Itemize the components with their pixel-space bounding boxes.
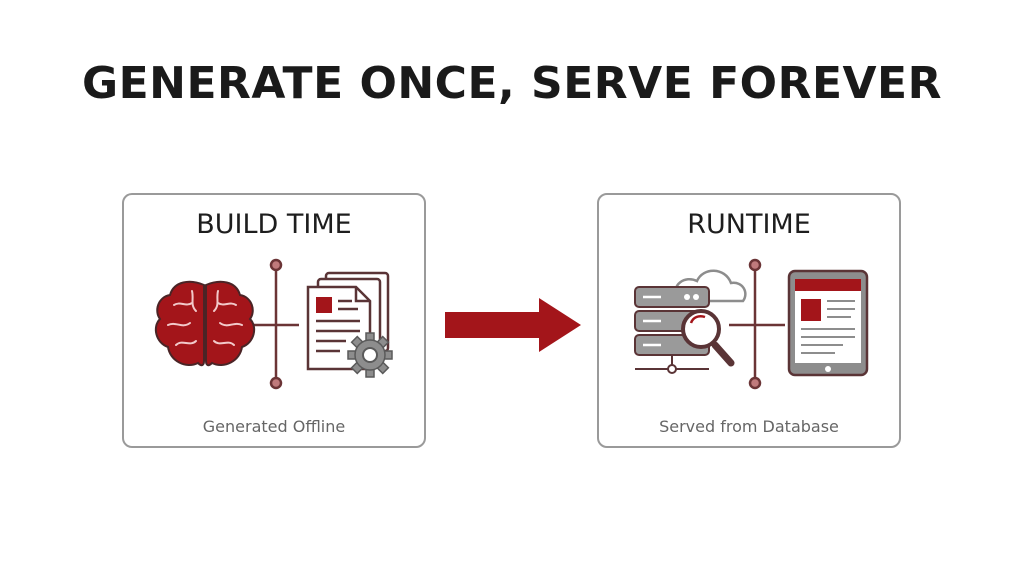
runtime-panel: RUNTIME <box>597 193 901 448</box>
tablet-icon <box>787 269 869 377</box>
build-time-heading: BUILD TIME <box>196 209 352 240</box>
arrow-right-icon <box>445 298 581 352</box>
page-title: GENERATE ONCE, SERVE FOREVER <box>81 58 942 109</box>
runtime-caption: Served from Database <box>659 417 839 436</box>
brain-icon <box>154 280 256 367</box>
runtime-heading: RUNTIME <box>687 209 811 240</box>
build-time-panel: BUILD TIME <box>122 193 426 448</box>
connector-icon <box>729 258 785 390</box>
connector-icon <box>250 258 299 390</box>
build-time-caption: Generated Offline <box>202 417 346 436</box>
runtime-illustration <box>634 258 869 390</box>
gear-icon <box>347 332 393 378</box>
build-time-illustration <box>154 258 393 390</box>
magnifier-icon <box>681 309 735 367</box>
